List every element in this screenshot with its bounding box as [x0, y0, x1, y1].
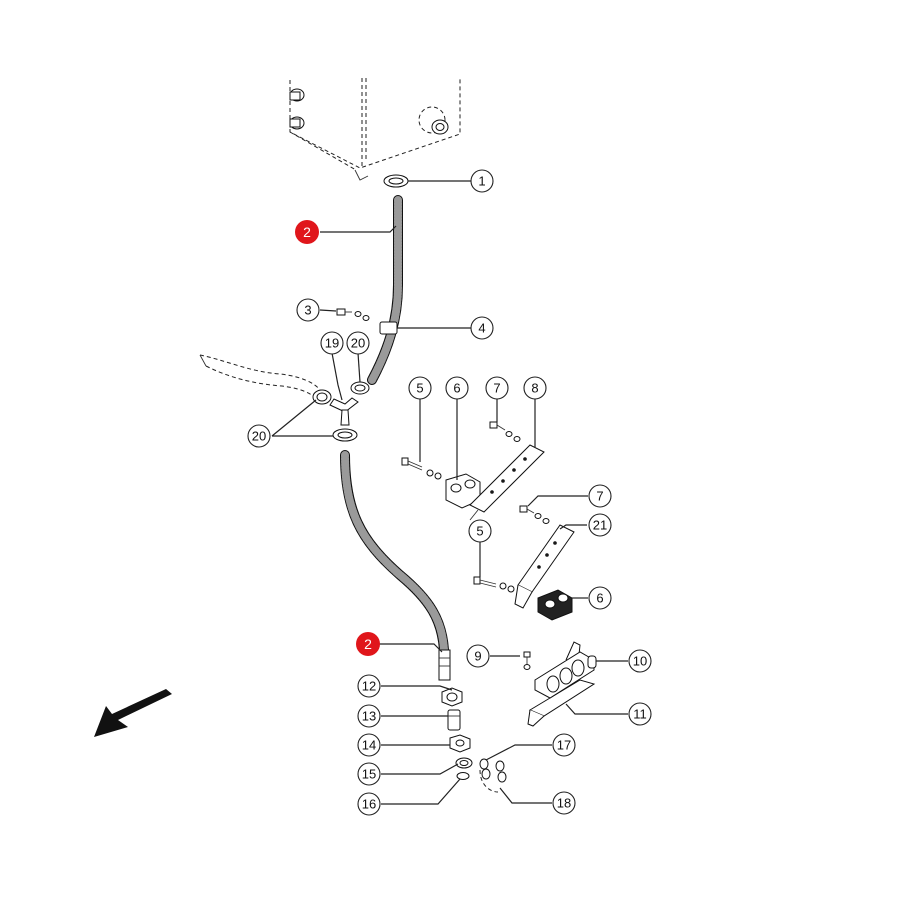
tank-fitting-left-upper	[289, 88, 305, 102]
svg-text:7: 7	[596, 489, 603, 504]
lower-hose	[340, 450, 451, 681]
tank-fitting-right	[418, 106, 449, 135]
svg-text:14: 14	[362, 738, 376, 753]
callout-9[interactable]: 9	[466, 644, 490, 668]
callout-2-upper[interactable]: 2	[295, 220, 319, 244]
svg-text:2: 2	[364, 636, 372, 652]
screw-9	[523, 651, 531, 670]
callout-12[interactable]: 12	[357, 674, 381, 698]
callout-17[interactable]: 17	[552, 733, 576, 757]
block-10	[534, 651, 597, 699]
callout-13[interactable]: 13	[357, 704, 381, 728]
hose-clip-4	[379, 321, 398, 335]
svg-text:6: 6	[596, 591, 603, 606]
callout-19[interactable]: 19	[320, 331, 344, 355]
callout-4[interactable]: 4	[470, 316, 494, 340]
svg-text:21: 21	[593, 518, 607, 533]
tank	[289, 78, 461, 181]
bolt-5-lower	[473, 576, 515, 593]
svg-text:4: 4	[478, 321, 485, 336]
callout-14[interactable]: 14	[357, 733, 381, 757]
nut-12	[441, 687, 463, 707]
leader-lines	[271, 180, 628, 805]
callout-5-lower[interactable]: 5	[468, 519, 492, 543]
clamp-block-6-upper	[445, 473, 481, 509]
svg-text:20: 20	[351, 336, 365, 351]
svg-text:7: 7	[493, 381, 500, 396]
svg-text:5: 5	[476, 524, 483, 539]
callout-21[interactable]: 21	[588, 513, 612, 537]
callout-11[interactable]: 11	[628, 702, 652, 726]
callout-6-lower[interactable]: 6	[588, 586, 612, 610]
screw-3	[336, 308, 370, 321]
svg-text:8: 8	[531, 381, 538, 396]
svg-text:9: 9	[474, 649, 481, 664]
callout-20-top[interactable]: 20	[346, 331, 370, 355]
svg-text:10: 10	[633, 654, 647, 669]
callout-2-lower[interactable]: 2	[356, 632, 380, 656]
arrow-down-left-icon	[94, 689, 172, 737]
svg-text:3: 3	[304, 303, 311, 318]
clamp-20-lower	[332, 428, 358, 442]
screw-7-lower	[519, 505, 550, 524]
callout-10[interactable]: 10	[628, 649, 652, 673]
callout-7-upper[interactable]: 7	[485, 376, 509, 400]
bolt-5-upper	[401, 457, 442, 480]
clamp-block-6-lower	[537, 589, 573, 621]
clamp-20-right	[350, 381, 370, 395]
svg-text:2: 2	[303, 224, 311, 240]
svg-text:15: 15	[362, 767, 376, 782]
svg-text:18: 18	[557, 796, 571, 811]
svg-text:13: 13	[362, 709, 376, 724]
tank-fitting-left-lower	[289, 116, 305, 130]
bracket-21	[514, 524, 575, 609]
nut-14	[449, 734, 471, 753]
callout-20-left[interactable]: 20	[247, 424, 271, 448]
svg-text:19: 19	[325, 336, 339, 351]
clip-17-18	[479, 758, 507, 793]
clamp-20-left	[312, 389, 332, 405]
svg-text:20: 20	[252, 429, 266, 444]
callout-7-lower[interactable]: 7	[588, 484, 612, 508]
svg-text:17: 17	[557, 738, 571, 753]
callout-1[interactable]: 1	[470, 169, 494, 193]
callout-8[interactable]: 8	[523, 376, 547, 400]
svg-text:16: 16	[362, 797, 376, 812]
svg-text:5: 5	[416, 381, 423, 396]
seal-15	[455, 757, 473, 769]
bracket-8	[469, 444, 545, 521]
callout-18[interactable]: 18	[552, 791, 576, 815]
svg-text:12: 12	[362, 679, 376, 694]
o-ring-16	[456, 772, 470, 780]
callout-3[interactable]: 3	[296, 298, 320, 322]
return-hose-dashed	[199, 354, 321, 397]
callout-6-upper[interactable]: 6	[445, 376, 469, 400]
callout-16[interactable]: 16	[357, 792, 381, 816]
screw-7-upper	[489, 421, 521, 442]
y-fitting-19	[329, 397, 359, 426]
hose-clamp-1	[383, 174, 409, 188]
svg-text:11: 11	[633, 707, 647, 722]
callout-15[interactable]: 15	[357, 762, 381, 786]
adapter-13	[447, 709, 461, 731]
upper-hose	[367, 195, 403, 385]
svg-text:6: 6	[453, 381, 460, 396]
callout-5-upper[interactable]: 5	[408, 376, 432, 400]
svg-text:1: 1	[478, 174, 485, 189]
